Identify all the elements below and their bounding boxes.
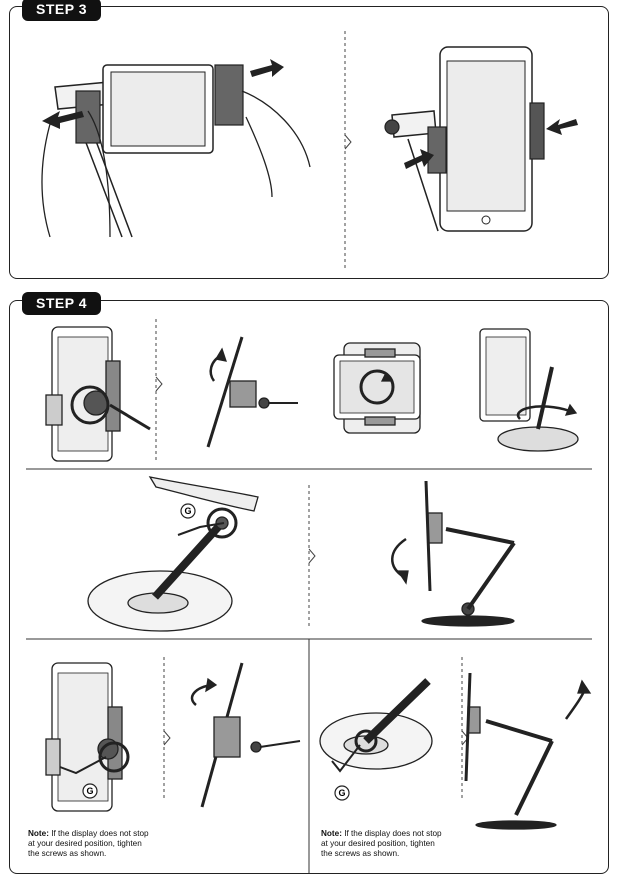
rotate-arrow-icon <box>564 403 578 416</box>
rotate-arrow-icon <box>380 371 394 382</box>
step3-illustration <box>41 31 578 269</box>
stand-tilt-right <box>464 672 592 830</box>
hand-left <box>41 110 111 238</box>
knob-icon <box>384 119 400 135</box>
note-left: Note: If the display does not stop at yo… <box>28 829 149 858</box>
arrow-left-icon <box>546 119 578 135</box>
clamp-right <box>214 64 244 126</box>
rotate-arrow-icon <box>214 347 227 362</box>
clamp-bottom <box>427 126 447 174</box>
tablet-screw-tighten <box>45 662 130 812</box>
hand-right <box>241 90 311 198</box>
step3-panel <box>9 6 609 279</box>
base-screw-tighten <box>319 678 433 801</box>
tool-label-1: G <box>184 506 191 516</box>
arrow-right-icon <box>250 59 284 77</box>
note-right: Note: If the display does not stop at yo… <box>321 829 442 858</box>
side-view-rotate <box>206 336 298 448</box>
joint-tighten <box>87 476 259 632</box>
tablet-landscape <box>102 64 214 154</box>
stand-tilt <box>391 480 516 627</box>
tablet-portrait <box>439 46 533 232</box>
rotate-arrow-icon <box>205 677 218 693</box>
tablet-knob-rotate <box>45 326 151 462</box>
step3-title: STEP 3 <box>22 0 101 21</box>
tool-g-icon <box>180 503 196 519</box>
step4-panel: G G <box>9 300 609 874</box>
base-rotate <box>479 328 579 452</box>
tool-label-2: G <box>86 786 93 796</box>
tool-g-icon <box>82 783 98 799</box>
rotate-arrow-icon <box>577 679 592 694</box>
front-rotate <box>333 342 421 434</box>
rotate-arrow-icon <box>396 570 409 585</box>
step4-illustration: G G <box>26 319 592 873</box>
side-tilt-left <box>190 662 301 808</box>
arrow-up-right-icon <box>404 149 434 169</box>
step4-title: STEP 4 <box>22 292 101 315</box>
tool-g-icon <box>334 785 350 801</box>
arrow-left-icon <box>42 111 84 129</box>
tool-label-3: G <box>338 788 345 798</box>
clamp-top <box>529 102 545 160</box>
